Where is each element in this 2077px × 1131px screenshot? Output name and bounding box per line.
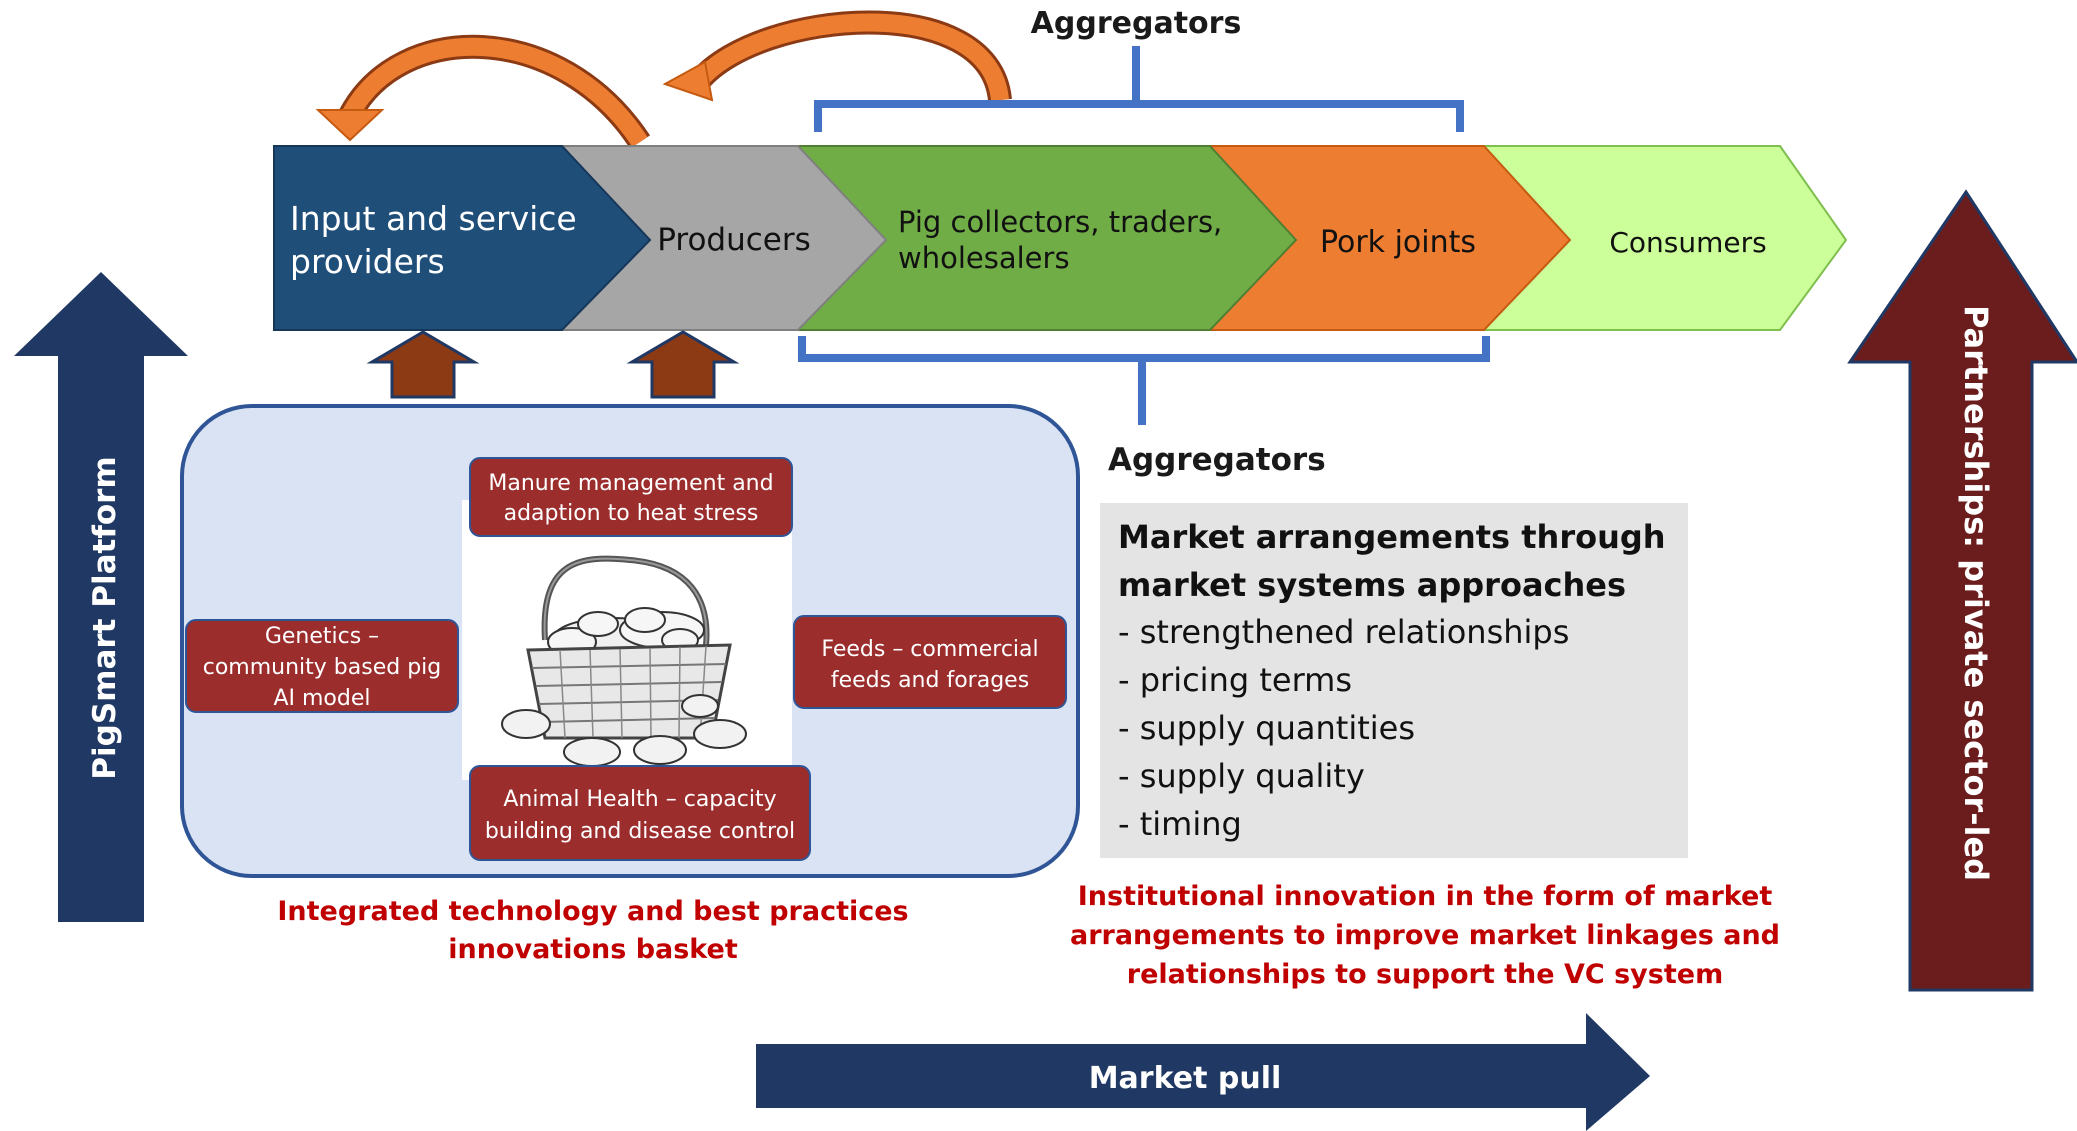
market-pull-label: Market pull [1089,1061,1282,1096]
curved-arrow-right [662,10,1012,102]
basket-icon [501,555,747,767]
market-item: - supply quality [1118,757,1365,795]
feeds-line1: Feeds – commercial [821,637,1038,662]
institutional-line3: relationships to support the VC system [1127,959,1723,990]
aggregators-bracket-top [814,46,1464,132]
chevron-input-providers [273,145,652,331]
brown-up-arrow-1 [366,330,480,399]
aggregators-label-bottom: Aggregators [1108,442,1326,478]
chip-genetics [185,619,459,713]
consumers-label: Consumers [1609,226,1766,259]
pigsmart-platform-label: PigSmart Platform [87,456,123,779]
market-title-line2: market systems approaches [1118,566,1626,604]
institutional-line2: arrangements to improve market linkages … [1070,920,1780,951]
aggregators-label-top: Aggregators [1031,6,1242,41]
basket-caption-line1: Integrated technology and best practices [277,896,908,927]
aggregators-bracket-bottom [798,336,1490,425]
genetics-line1: Genetics – [265,624,379,649]
health-line1: Animal Health – capacity [503,787,776,812]
market-item: - strengthened relationships [1118,613,1569,651]
health-line2: building and disease control [485,819,795,844]
market-pull-arrow [756,1013,1650,1131]
curved-arrow-left [315,34,651,149]
collectors-label-line1: Pig collectors, traders, [898,205,1222,239]
producers-label: Producers [657,222,811,258]
institutional-line1: Institutional innovation in the form of … [1078,881,1773,912]
market-item: - timing [1118,805,1242,843]
market-item: - pricing terms [1118,661,1352,699]
brown-up-arrow-2 [626,330,740,399]
market-arrangements-box [1100,503,1688,858]
feeds-line2: feeds and forages [831,668,1029,693]
market-item: - supply quantities [1118,709,1415,747]
chip-manure-management [469,457,793,537]
chip-feeds [793,615,1067,709]
basket-caption-line2: innovations basket [448,934,738,965]
genetics-line3: AI model [273,686,370,711]
pigsmart-platform-arrow [14,272,188,922]
collectors-label-line2: wholesalers [898,241,1070,275]
chip-animal-health [469,765,811,861]
manure-line1: Manure management and [488,471,773,496]
market-title-line1: Market arrangements through [1118,518,1666,556]
partnerships-label: Partnerships: private sector-led [1957,305,1995,881]
genetics-line2: community based pig [203,655,442,680]
partnerships-arrow [1847,189,2077,992]
input-label-line2: providers [290,242,445,281]
input-label-line1: Input and service [290,199,577,238]
pork-joints-label: Pork joints [1320,225,1476,260]
manure-line2: adaption to heat stress [504,501,759,526]
